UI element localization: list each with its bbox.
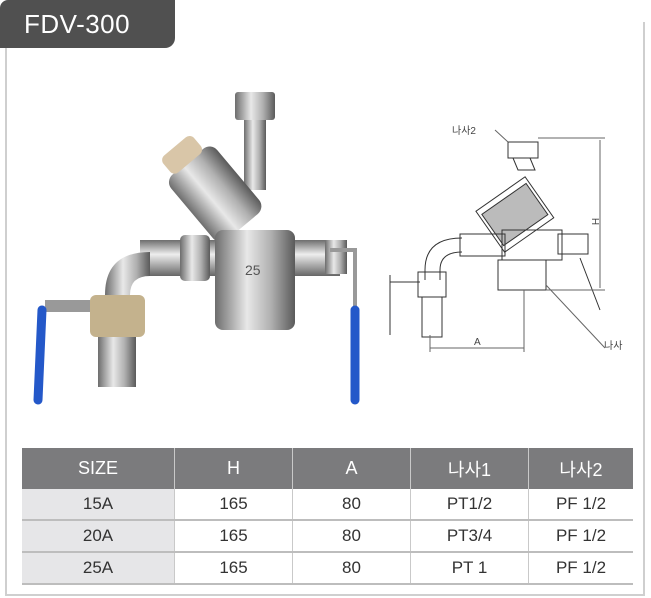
table-header-row: SIZE H A 나사1 나사2 (22, 448, 633, 489)
header-thread1: 나사1 (410, 448, 529, 489)
cell-a: 80 (292, 520, 411, 553)
cell-thread2: PF 1/2 (528, 489, 633, 521)
header-h: H (174, 448, 293, 489)
cell-a: 80 (292, 552, 411, 585)
dimension-h-label: H (589, 217, 601, 226)
body-marking: 25 (245, 262, 261, 278)
cell-size: 25A (22, 552, 175, 585)
dimension-a-label: A (474, 337, 481, 348)
header-thread2: 나사2 (528, 448, 633, 489)
table-row: 25A 165 80 PT 1 PF 1/2 (22, 552, 633, 585)
cell-thread1: PT 1 (410, 552, 529, 585)
product-title: FDV-300 (0, 0, 175, 48)
spec-table: SIZE H A 나사1 나사2 15A 165 80 PT1/2 PF 1/2… (22, 448, 633, 585)
cell-h: 165 (174, 489, 293, 521)
cell-thread2: PF 1/2 (528, 520, 633, 553)
thread2-label: 나사2 (452, 126, 476, 137)
cell-size: 15A (22, 489, 175, 521)
cell-thread1: PT3/4 (410, 520, 529, 553)
product-photo: 25 (33, 92, 360, 405)
cell-thread2: PF 1/2 (528, 552, 633, 585)
technical-drawing (389, 129, 606, 352)
header-a: A (292, 448, 411, 489)
thread-label: 나사 (604, 341, 623, 352)
table-row: 20A 165 80 PT3/4 PF 1/2 (22, 520, 633, 553)
cell-thread1: PT1/2 (410, 489, 529, 521)
header-size: SIZE (22, 448, 175, 489)
table-row: 15A 165 80 PT1/2 PF 1/2 (22, 489, 633, 521)
cell-a: 80 (292, 489, 411, 521)
content-frame (5, 22, 645, 596)
cell-h: 165 (174, 552, 293, 585)
cell-size: 20A (22, 520, 175, 553)
cell-h: 165 (174, 520, 293, 553)
